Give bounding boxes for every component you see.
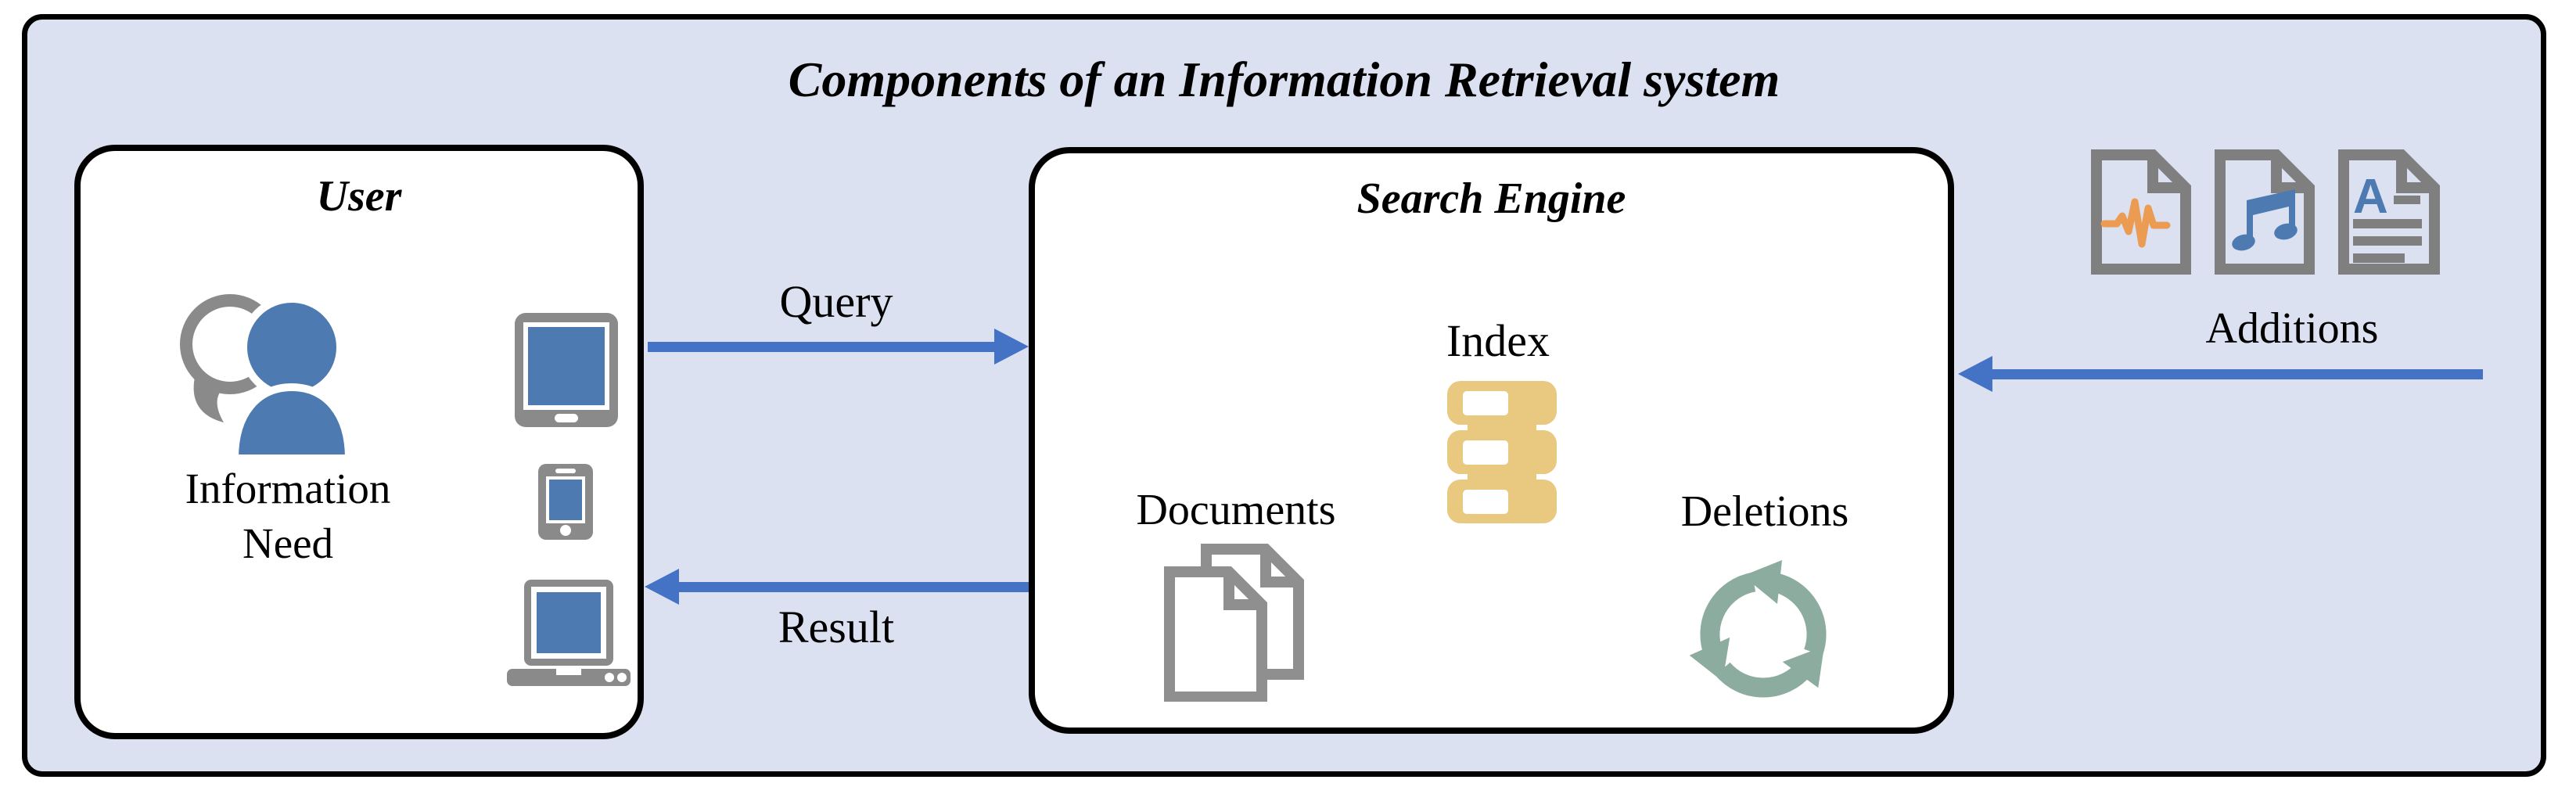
documents-label: Documents: [1136, 486, 1336, 534]
documents-icon: [1164, 544, 1304, 702]
search-engine-box-title: Search Engine: [1356, 174, 1626, 223]
diagram-title: Components of an Information Retrieval s…: [788, 52, 1780, 107]
index-label: Index: [1446, 315, 1550, 366]
query-arrow-head: [994, 329, 1029, 365]
additions-arrow-line: [1990, 369, 2483, 379]
additions-label: Additions: [2205, 304, 2379, 353]
information-need-line1: Information: [185, 465, 391, 512]
laptop-icon: [507, 580, 631, 686]
deletions-recycle-icon: [1689, 560, 1827, 698]
additions-arrow-head: [1958, 356, 1992, 392]
smartphone-icon: [538, 464, 593, 540]
query-label: Query: [779, 276, 893, 327]
index-database-icon: [1447, 381, 1557, 523]
result-arrow-head: [645, 569, 679, 605]
music-file-icon: [2215, 149, 2315, 275]
deletions-label: Deletions: [1680, 487, 1849, 536]
result-label: Result: [778, 602, 895, 652]
query-arrow-line: [648, 342, 997, 352]
text-file-icon: A: [2338, 149, 2440, 275]
information-need-line2: Need: [242, 519, 334, 567]
user-box-title: User: [316, 172, 402, 221]
result-arrow-line: [677, 582, 1029, 592]
audio-file-icon: [2091, 149, 2191, 275]
svg-text:A: A: [2353, 170, 2388, 224]
tablet-icon: [515, 313, 618, 427]
person-speech-icon: [180, 294, 354, 462]
information-need-label: Information Need: [171, 462, 405, 571]
